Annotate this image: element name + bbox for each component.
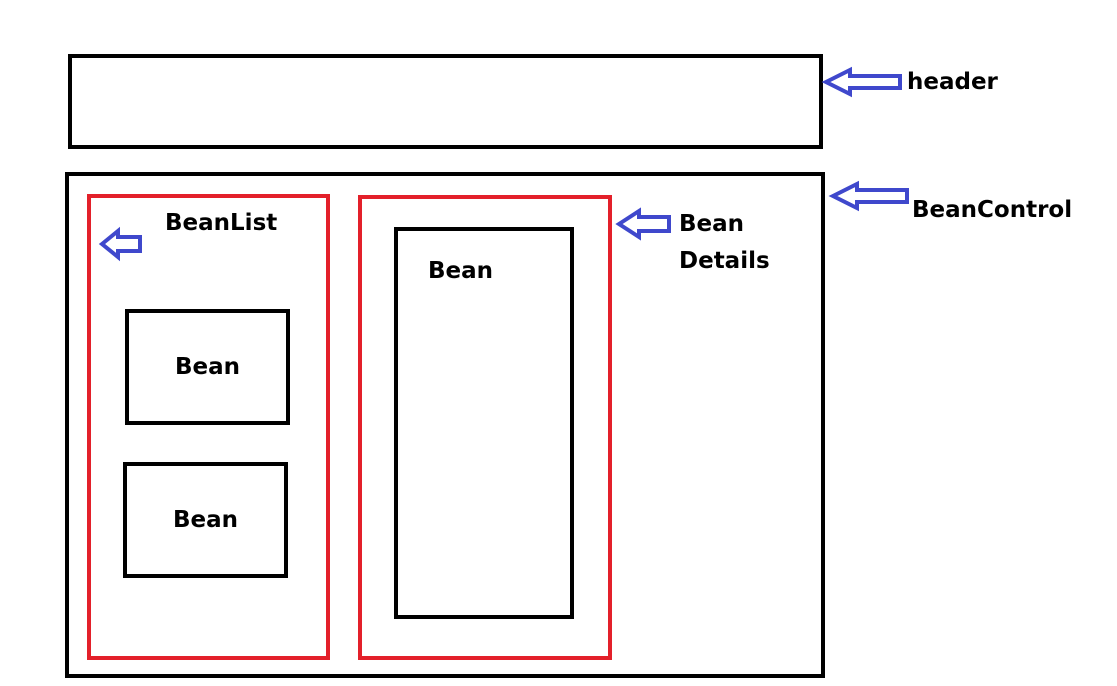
bean-list-label: BeanList xyxy=(165,210,278,236)
list-bean-card-2: Bean xyxy=(123,462,288,578)
list-bean-card-1: Bean xyxy=(125,309,290,425)
bean-details-label-line2: Details xyxy=(679,248,770,274)
bean-control-box xyxy=(65,172,825,678)
bean-details-left-arrow-icon xyxy=(615,207,671,241)
list-bean-label-1: Bean xyxy=(174,354,241,380)
bean-details-label-line1: Bean xyxy=(679,211,745,237)
header-left-arrow-icon xyxy=(821,66,902,98)
detail-bean-card xyxy=(394,227,574,619)
bean-details-box xyxy=(358,195,612,660)
header-label: header xyxy=(907,69,998,95)
detail-bean-label: Bean xyxy=(428,258,494,284)
bean-control-label: BeanControl xyxy=(912,197,1073,223)
list-bean-label-2: Bean xyxy=(172,507,239,533)
bean-control-left-arrow-icon xyxy=(828,180,909,212)
bean-list-box xyxy=(87,194,330,660)
header-box xyxy=(68,54,823,149)
bean-list-left-arrow-icon xyxy=(98,226,142,262)
